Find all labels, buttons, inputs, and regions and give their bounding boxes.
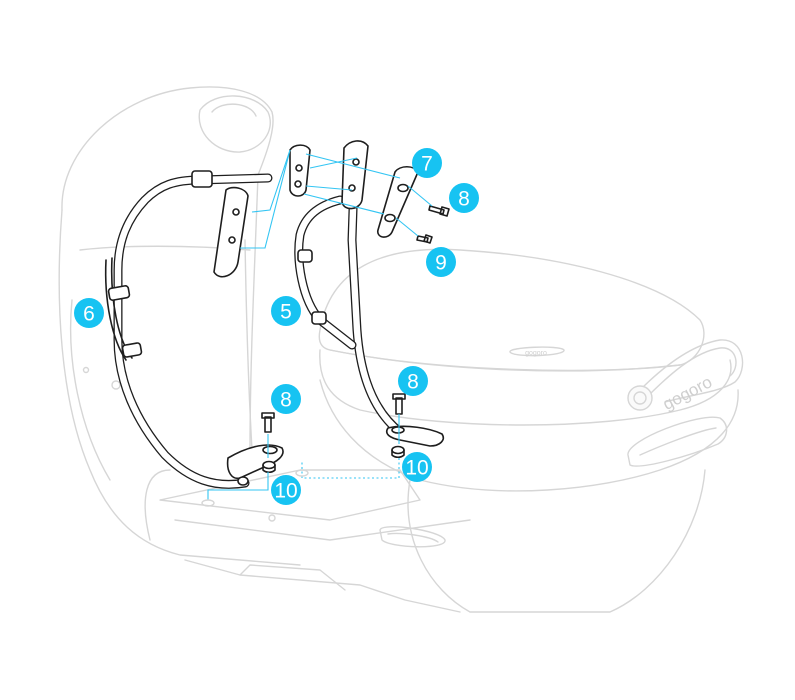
callout-10-right-label: 10 [405, 457, 428, 480]
callout-6-label: 6 [83, 303, 95, 326]
right-handrail [289, 140, 445, 459]
callout-7-label: 7 [421, 153, 433, 176]
callout-9-label: 9 [435, 252, 447, 275]
callout-7: 7 [412, 148, 442, 178]
clamp-and-screws [377, 165, 450, 244]
callout-8-left-label: 8 [280, 389, 292, 412]
callout-10-left-label: 10 [274, 480, 297, 503]
assembly-guides [201, 149, 433, 522]
seat-brand-text: gogoro [525, 350, 547, 357]
callout-5-label: 5 [280, 301, 292, 324]
left-handrail [104, 170, 284, 489]
scooter-outline: gogoro gogoro [58, 86, 744, 613]
callout-8-top: 8 [449, 183, 479, 213]
callout-6: 6 [74, 298, 104, 328]
callout-10-left: 10 [271, 475, 301, 505]
callout-9: 9 [426, 247, 456, 277]
callout-8-right: 8 [398, 366, 428, 396]
callout-10-right: 10 [402, 452, 432, 482]
callout-8-left: 8 [271, 384, 301, 414]
callout-5: 5 [271, 296, 301, 326]
callout-8-top-label: 8 [458, 188, 470, 211]
callout-8-right-label: 8 [407, 371, 419, 394]
